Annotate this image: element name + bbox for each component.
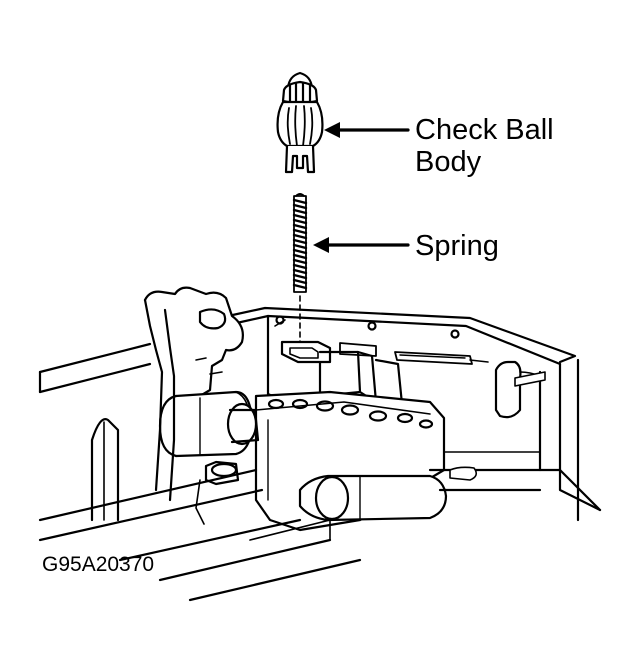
check-ball-body-label: Check Ball Body <box>415 114 615 178</box>
spring-arrow <box>313 237 410 253</box>
figure-id: G95A20370 <box>42 553 155 576</box>
spring-part <box>292 193 308 293</box>
check-ball-body-part <box>276 71 324 174</box>
spring-label: Spring <box>415 230 499 262</box>
check-ball-body-label-line-2: Body <box>415 146 482 178</box>
check-ball-body-arrow <box>324 122 410 138</box>
valve-body-assembly <box>38 286 602 602</box>
check-ball-body-label-line-1: Check Ball <box>415 114 554 146</box>
